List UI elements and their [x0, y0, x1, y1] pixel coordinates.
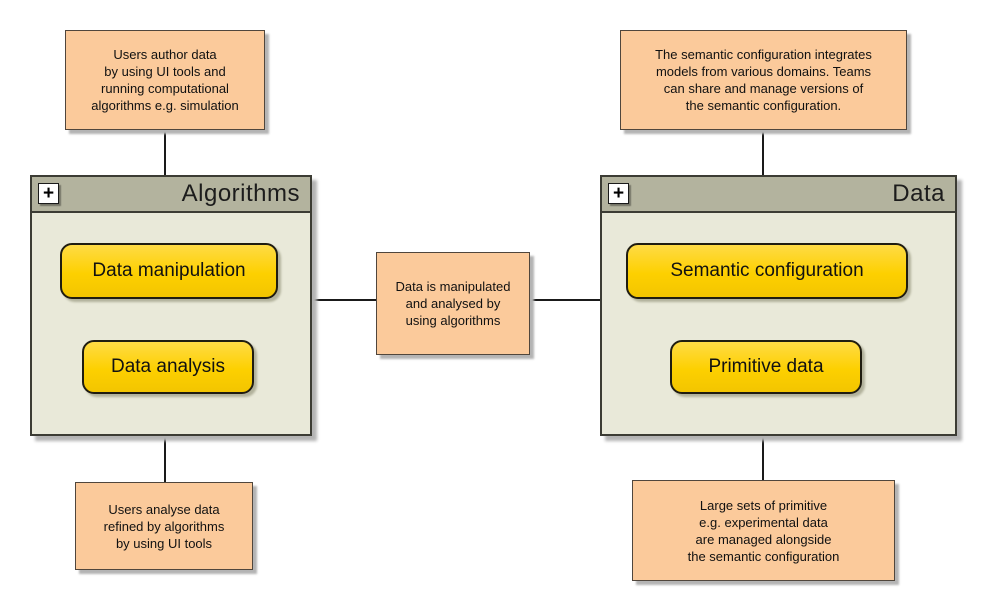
note-large-sets-text: Large sets of primitive e.g. experimenta… — [687, 497, 840, 564]
note-data-manipulated: Data is manipulated and analysed by usin… — [376, 252, 530, 355]
node-data-manipulation-label: Data manipulation — [92, 260, 246, 281]
container-data-title: Data — [892, 180, 945, 207]
node-primitive-data[interactable]: Primitive data — [670, 340, 862, 394]
node-data-analysis-label: Data analysis — [110, 356, 226, 377]
connector-algorithms-to-bottomnote — [164, 435, 166, 483]
note-semantic-configuration-integrates-text: The semantic configuration integrates mo… — [655, 47, 872, 113]
connector-topnote-to-data — [762, 129, 764, 176]
connector-data-to-bottomnote — [762, 435, 764, 481]
note-author-data-text: Users author data by using UI tools and … — [91, 47, 239, 113]
container-algorithms: + Algorithms Data manipulation Data anal… — [30, 175, 312, 436]
container-algorithms-header: + Algorithms — [32, 177, 310, 213]
container-data-header: + Data — [602, 177, 955, 213]
container-algorithms-title: Algorithms — [181, 180, 300, 207]
note-semantic-configuration-integrates: The semantic configuration integrates mo… — [620, 30, 907, 130]
note-author-data: Users author data by using UI tools and … — [65, 30, 265, 130]
connector-algorithms-to-centernote — [310, 299, 376, 301]
node-semantic-configuration-label: Semantic configuration — [670, 260, 864, 281]
note-large-sets: Large sets of primitive e.g. experimenta… — [632, 480, 895, 581]
expand-toggle-icon[interactable]: + — [608, 183, 629, 204]
expand-toggle-icon[interactable]: + — [38, 183, 59, 204]
connector-centernote-to-data — [529, 299, 601, 301]
node-data-analysis[interactable]: Data analysis — [82, 340, 254, 394]
note-users-analyse-text: Users analyse data refined by algorithms… — [103, 501, 225, 551]
node-primitive-data-label: Primitive data — [708, 356, 824, 377]
node-data-manipulation[interactable]: Data manipulation — [60, 243, 278, 299]
note-data-manipulated-text: Data is manipulated and analysed by usin… — [395, 279, 511, 328]
note-users-analyse: Users analyse data refined by algorithms… — [75, 482, 253, 570]
container-data: + Data Semantic configuration Primitive … — [600, 175, 957, 436]
node-semantic-configuration[interactable]: Semantic configuration — [626, 243, 908, 299]
connector-topnote-to-algorithms — [164, 129, 166, 176]
